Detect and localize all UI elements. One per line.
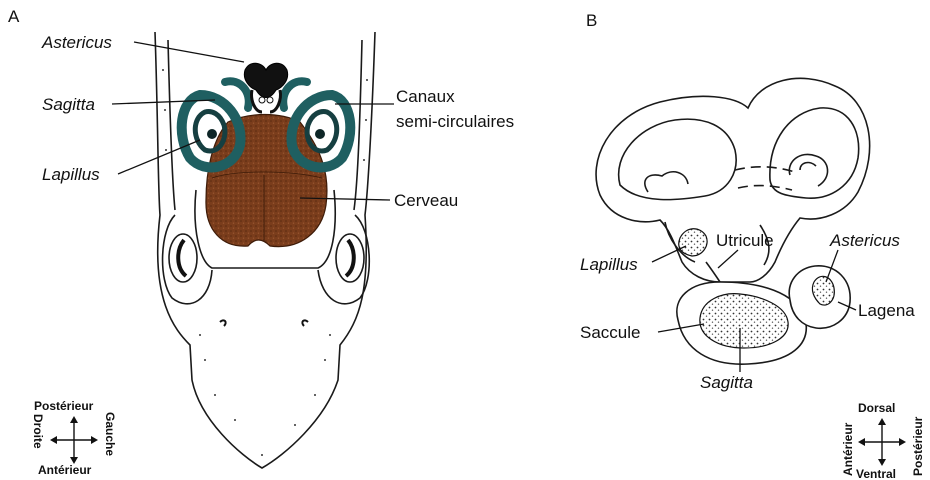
label-cerveau: Cerveau (394, 191, 458, 210)
label-lagena: Lagena (858, 301, 915, 320)
label-saccule: Saccule (580, 323, 640, 342)
label-sagitta-b: Sagitta (700, 373, 753, 392)
leader-astericus (134, 42, 244, 62)
panel-a-letter: A (8, 7, 20, 26)
leader-sagitta (112, 100, 215, 104)
compass-b: Dorsal Ventral Antérieur Postérieur (841, 401, 925, 480)
compass-b-right: Postérieur (911, 416, 925, 476)
label-utricule: Utricule (716, 231, 774, 250)
label-canaux-line2: semi-circulaires (396, 112, 514, 131)
panel-b-letter: B (586, 11, 597, 30)
panel-a: A (8, 7, 514, 477)
compass-b-top: Dorsal (858, 401, 895, 415)
label-lapillus-b: Lapillus (580, 255, 638, 274)
compass-a-right: Gauche (103, 412, 117, 456)
label-astericus-b: Astericus (829, 231, 900, 250)
compass-a-bottom: Antérieur (38, 463, 92, 477)
compass-b-bottom: Ventral (856, 467, 896, 480)
panel-b: B Utricule (580, 11, 925, 480)
label-canaux-line1: Canaux (396, 87, 455, 106)
compass-a-top: Postérieur (34, 399, 94, 413)
label-astericus: Astericus (41, 33, 112, 52)
lapillus-otolith-b (679, 229, 707, 256)
label-lapillus: Lapillus (42, 165, 100, 184)
compass-b-left: Antérieur (841, 422, 855, 476)
compass-a: Postérieur Antérieur Droite Gauche (31, 399, 117, 477)
compass-a-left: Droite (31, 414, 45, 449)
label-sagitta: Sagitta (42, 95, 95, 114)
